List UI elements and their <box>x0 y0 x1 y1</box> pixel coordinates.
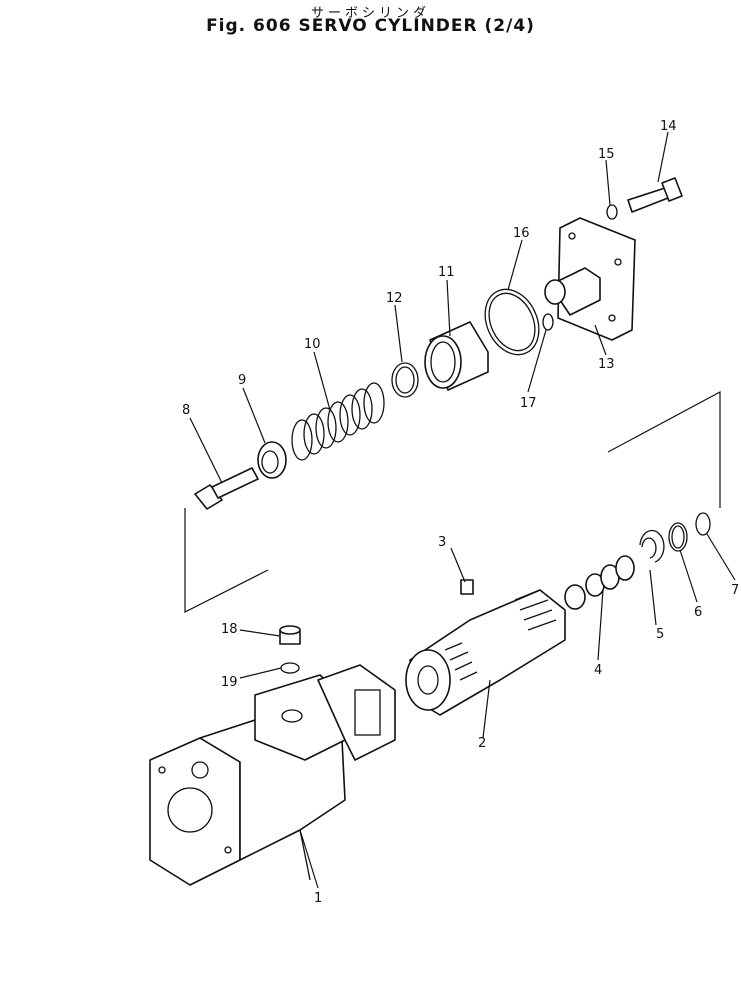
part-13-cover <box>544 217 636 341</box>
callout-18: 18 <box>221 622 238 637</box>
part-19-o-ring <box>280 662 300 674</box>
part-1-cylinder-body <box>149 664 396 886</box>
callout-14: 14 <box>660 119 677 134</box>
callout-10: 10 <box>304 337 321 352</box>
part-14-bolt <box>627 177 683 213</box>
callout-12: 12 <box>386 291 403 306</box>
part-7-o-ring <box>695 512 711 536</box>
part-11-sleeve <box>424 321 489 391</box>
assembly-line-right <box>607 390 721 508</box>
callout-19: 19 <box>221 675 238 690</box>
callout-3: 3 <box>438 535 446 550</box>
callout-15: 15 <box>598 147 615 162</box>
part-8-bolt <box>194 467 259 510</box>
part-9-spring-seat <box>257 441 287 479</box>
part-5-snap-ring <box>639 529 665 563</box>
assembly-line-left <box>184 508 269 613</box>
callout-7: 7 <box>731 583 739 598</box>
part-16-o-ring <box>484 288 540 356</box>
part-10-spring <box>291 382 385 461</box>
callout-16: 16 <box>513 226 530 241</box>
callout-11: 11 <box>438 265 455 280</box>
callout-8: 8 <box>182 403 190 418</box>
figure-title: Fig. 606 SERVO CYLINDER (2/4) <box>206 16 535 36</box>
callout-2: 2 <box>478 736 486 751</box>
callout-5: 5 <box>656 627 664 642</box>
part-17-o-ring <box>542 313 554 331</box>
callout-13: 13 <box>598 357 615 372</box>
callout-6: 6 <box>694 605 702 620</box>
callout-1: 1 <box>314 891 322 906</box>
part-3-set-screw <box>460 579 474 595</box>
callout-4: 4 <box>594 663 602 678</box>
part-18-plug <box>279 625 301 645</box>
leader-lines <box>189 131 736 889</box>
part-15-washer <box>606 204 618 220</box>
part-2-piston <box>405 589 566 716</box>
callout-9: 9 <box>238 373 246 388</box>
figure-subtitle-jp: サーボシリンダ <box>310 6 430 21</box>
part-6-ring <box>668 522 688 552</box>
part-12-ring <box>391 362 419 398</box>
callout-17: 17 <box>520 396 537 411</box>
part-4-spool <box>564 555 635 610</box>
